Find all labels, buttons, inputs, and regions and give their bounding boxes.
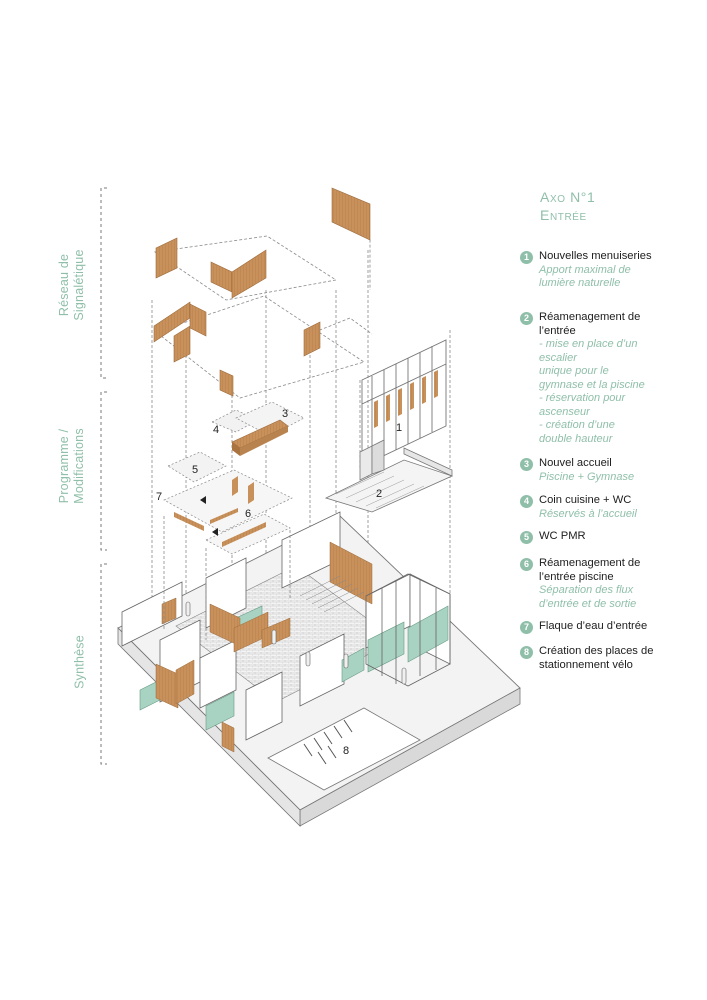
side-label-programme: Programme / Modifications (57, 428, 86, 504)
legend-title: Axo N°1 Entrée (540, 188, 595, 224)
legend-item-desc: Séparation des flux d’entrée et de sorti… (539, 584, 637, 610)
legend-item-8: 8 Création des places de stationnement v… (520, 645, 700, 672)
label-1: 1 (396, 422, 402, 434)
legend-number-badge: 3 (520, 458, 533, 471)
signage-level (151, 187, 451, 660)
legend-number-badge: 6 (520, 558, 533, 571)
diagram-number-labels: 1 2 3 4 5 6 7 8 (156, 408, 402, 757)
label-4: 4 (213, 424, 219, 436)
legend-item-title: Réamenagement de l’entrée (539, 311, 641, 337)
legend-item-title: Coin cuisine + WC (539, 494, 632, 506)
legend-item-2: 2 Réamenagement de l’entrée - mise en pl… (520, 311, 700, 446)
synthesis-level (117, 511, 521, 827)
side-label-reseau: Réseau de Signalétique (57, 249, 86, 321)
legend-number-badge: 5 (520, 531, 533, 544)
label-7: 7 (156, 491, 162, 503)
legend-number-badge: 1 (520, 251, 533, 264)
legend-item-title: Création des places de stationnement vél… (539, 645, 654, 671)
legend-item-6: 6 Réamenagement de l’entrée piscine Sépa… (520, 557, 700, 611)
legend-item-desc: Apport maximal de lumière naturelle (539, 263, 631, 290)
legend-item-title: Nouvel accueil (539, 457, 612, 469)
legend-item-5: 5 WC PMR (520, 530, 700, 544)
legend-title-line2: Entrée (540, 207, 587, 223)
legend-item-1: 1 Nouvelles menuiseries Apport maximal d… (520, 250, 700, 291)
label-6: 6 (245, 508, 251, 520)
legend-item-title: WC PMR (539, 530, 586, 542)
legend-item-desc: - mise en place d’un escalier unique pou… (539, 338, 645, 445)
legend-item-3: 3 Nouvel accueil Piscine + Gymnase (520, 457, 700, 484)
legend-item-7: 7 Flaque d’eau d’entrée (520, 620, 700, 634)
legend-number-badge: 2 (520, 312, 533, 325)
legend-item-title: Réamenagement de l’entrée piscine (539, 557, 641, 583)
legend-item-4: 4 Coin cuisine + WC Réservés à l’accueil (520, 494, 700, 521)
legend-number-badge: 4 (520, 495, 533, 508)
label-5: 5 (192, 464, 198, 476)
program-level (163, 339, 454, 555)
label-2: 2 (376, 488, 382, 500)
label-8: 8 (343, 745, 349, 757)
legend-item-title: Flaque d’eau d’entrée (539, 620, 648, 632)
legend-number-badge: 8 (520, 646, 533, 659)
label-3: 3 (282, 408, 288, 420)
legend-item-desc: Réservés à l’accueil (539, 507, 637, 520)
legend-item-title: Nouvelles menuiseries (539, 250, 652, 262)
legend-title-line1: Axo N°1 (540, 189, 596, 205)
side-label-synthese: Synthèse (72, 635, 87, 689)
legend-item-desc: Piscine + Gymnase (539, 470, 635, 483)
section-brackets (100, 187, 107, 765)
legend-number-badge: 7 (520, 621, 533, 634)
